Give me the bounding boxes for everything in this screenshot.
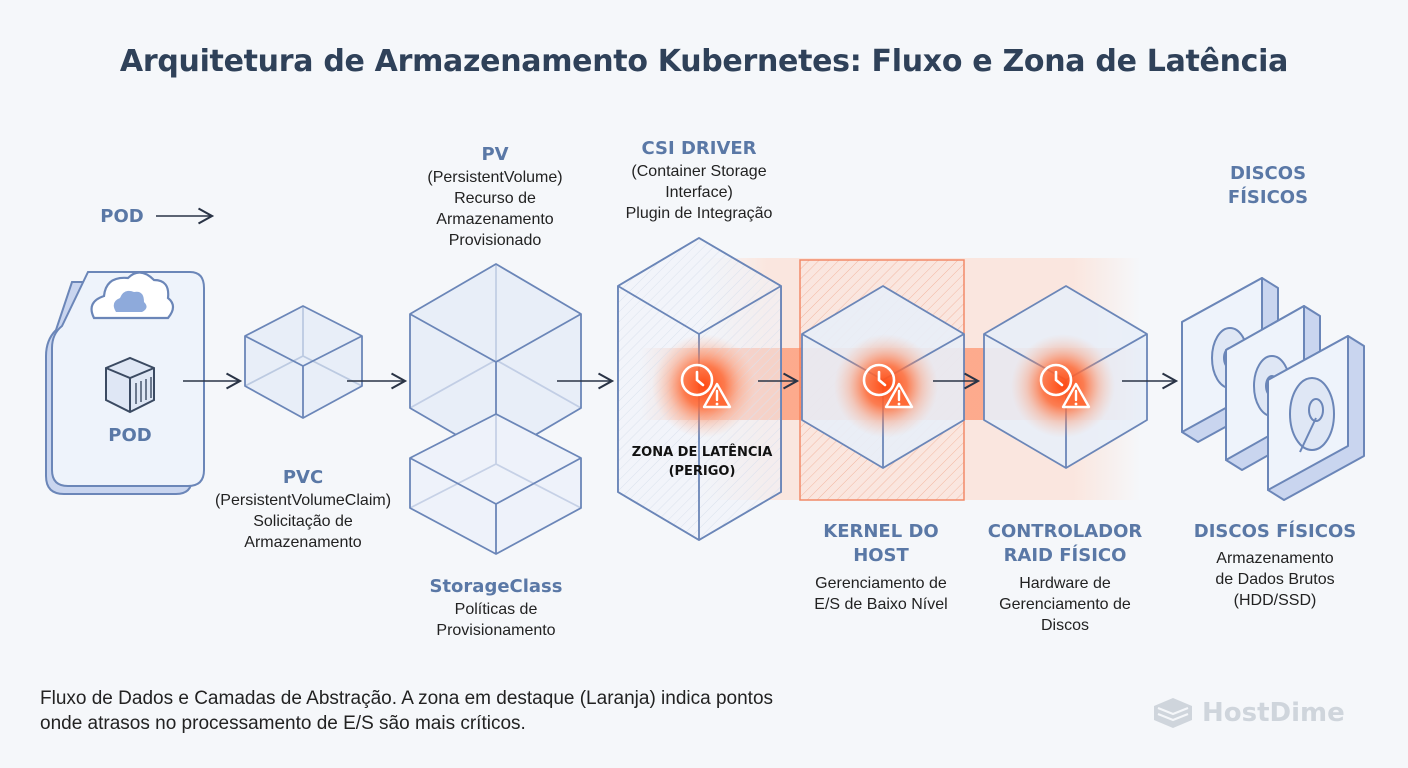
disks-top-label: DISCOS FÍSICOS <box>1188 162 1348 210</box>
raid-label: CONTROLADOR RAID FÍSICO Hardware de Gere… <box>965 520 1165 636</box>
pv-desc-3: Armazenamento <box>436 211 554 228</box>
disks-label: DISCOS FÍSICOS Armazenamento de Dados Br… <box>1165 520 1385 611</box>
caption: Fluxo de Dados e Camadas de Abstração. A… <box>40 686 773 736</box>
csi-heading: CSI DRIVER <box>641 138 757 159</box>
hard-disk-icon <box>1267 335 1365 501</box>
cloud-icon <box>90 271 175 320</box>
pvc-desc-1: (PersistentVolumeClaim) <box>214 492 392 509</box>
latency-zone-subtitle: (PERIGO) <box>668 464 736 479</box>
kernel-heading-2: HOST <box>853 545 909 566</box>
storageclass-heading: StorageClass <box>429 576 563 597</box>
kernel-desc-2: E/S de Baixo Nível <box>814 596 948 613</box>
csi-desc-3: Plugin de Integração <box>625 205 773 222</box>
csi-desc-1: (Container Storage <box>631 163 767 180</box>
raid-heading-1: CONTROLADOR <box>987 521 1143 542</box>
raid-desc-1: Hardware de <box>1019 575 1111 592</box>
pv-desc-2: Recurso de <box>454 190 536 207</box>
pvc-desc-2: Solicitação de <box>253 513 353 530</box>
csi-label: CSI DRIVER (Container Storage Interface)… <box>589 137 809 224</box>
brand-logo: HostDime <box>1152 696 1345 730</box>
raid-desc-2: Gerenciamento de <box>999 596 1131 613</box>
disks-top-1: DISCOS <box>1229 163 1307 184</box>
pv-desc-4: Provisionado <box>448 232 542 249</box>
kernel-heading-1: KERNEL DO <box>823 521 939 542</box>
pv-desc-1: (PersistentVolume) <box>427 169 563 186</box>
pvc-heading: PVC <box>282 467 324 488</box>
disks-desc-3: (HDD/SSD) <box>1233 592 1317 609</box>
pv-label: PV (PersistentVolume) Recurso de Armazen… <box>385 143 605 251</box>
latency-zone-label: ZONA DE LATÊNCIA (PERIGO) <box>627 443 777 481</box>
latency-zone-title: ZONA DE LATÊNCIA <box>631 445 773 460</box>
container-icon <box>105 356 155 414</box>
storageclass-label: StorageClass Políticas de Provisionament… <box>386 575 606 641</box>
pv-heading: PV <box>481 144 509 165</box>
disks-desc-2: de Dados Brutos <box>1215 571 1335 588</box>
csi-desc-2: Interface) <box>665 184 733 201</box>
latency-glow-raid <box>1011 334 1115 438</box>
caption-line-2: onde atrasos no processamento de E/S são… <box>40 713 526 734</box>
pvc-cube <box>244 305 363 419</box>
pvc-desc-3: Armazenamento <box>244 534 362 551</box>
pvc-label: PVC (PersistentVolumeClaim) Solicitação … <box>193 466 413 553</box>
pod-card-label: POD <box>108 425 152 446</box>
page-title: Arquitetura de Armazenamento Kubernetes:… <box>119 44 1289 79</box>
kernel-desc-1: Gerenciamento de <box>815 575 947 592</box>
caption-line-1: Fluxo de Dados e Camadas de Abstração. A… <box>40 688 774 709</box>
latency-glow-csi <box>652 334 756 438</box>
storageclass-slab <box>409 413 582 555</box>
disks-top-2: FÍSICOS <box>1227 187 1309 208</box>
storageclass-desc-1: Políticas de <box>454 601 538 618</box>
pod-top-label: POD <box>100 206 144 227</box>
disks-desc-1: Armazenamento <box>1216 550 1334 567</box>
storageclass-desc-2: Provisionamento <box>436 622 556 639</box>
disks-heading: DISCOS FÍSICOS <box>1193 521 1357 542</box>
latency-glow-kernel <box>834 334 938 438</box>
raid-desc-3: Discos <box>1040 617 1089 634</box>
raid-heading-2: RAID FÍSICO <box>1003 545 1127 566</box>
hostdime-logo-icon <box>1154 698 1192 728</box>
brand-name: HostDime <box>1202 698 1345 728</box>
kernel-label: KERNEL DO HOST Gerenciamento de E/S de B… <box>781 520 981 615</box>
